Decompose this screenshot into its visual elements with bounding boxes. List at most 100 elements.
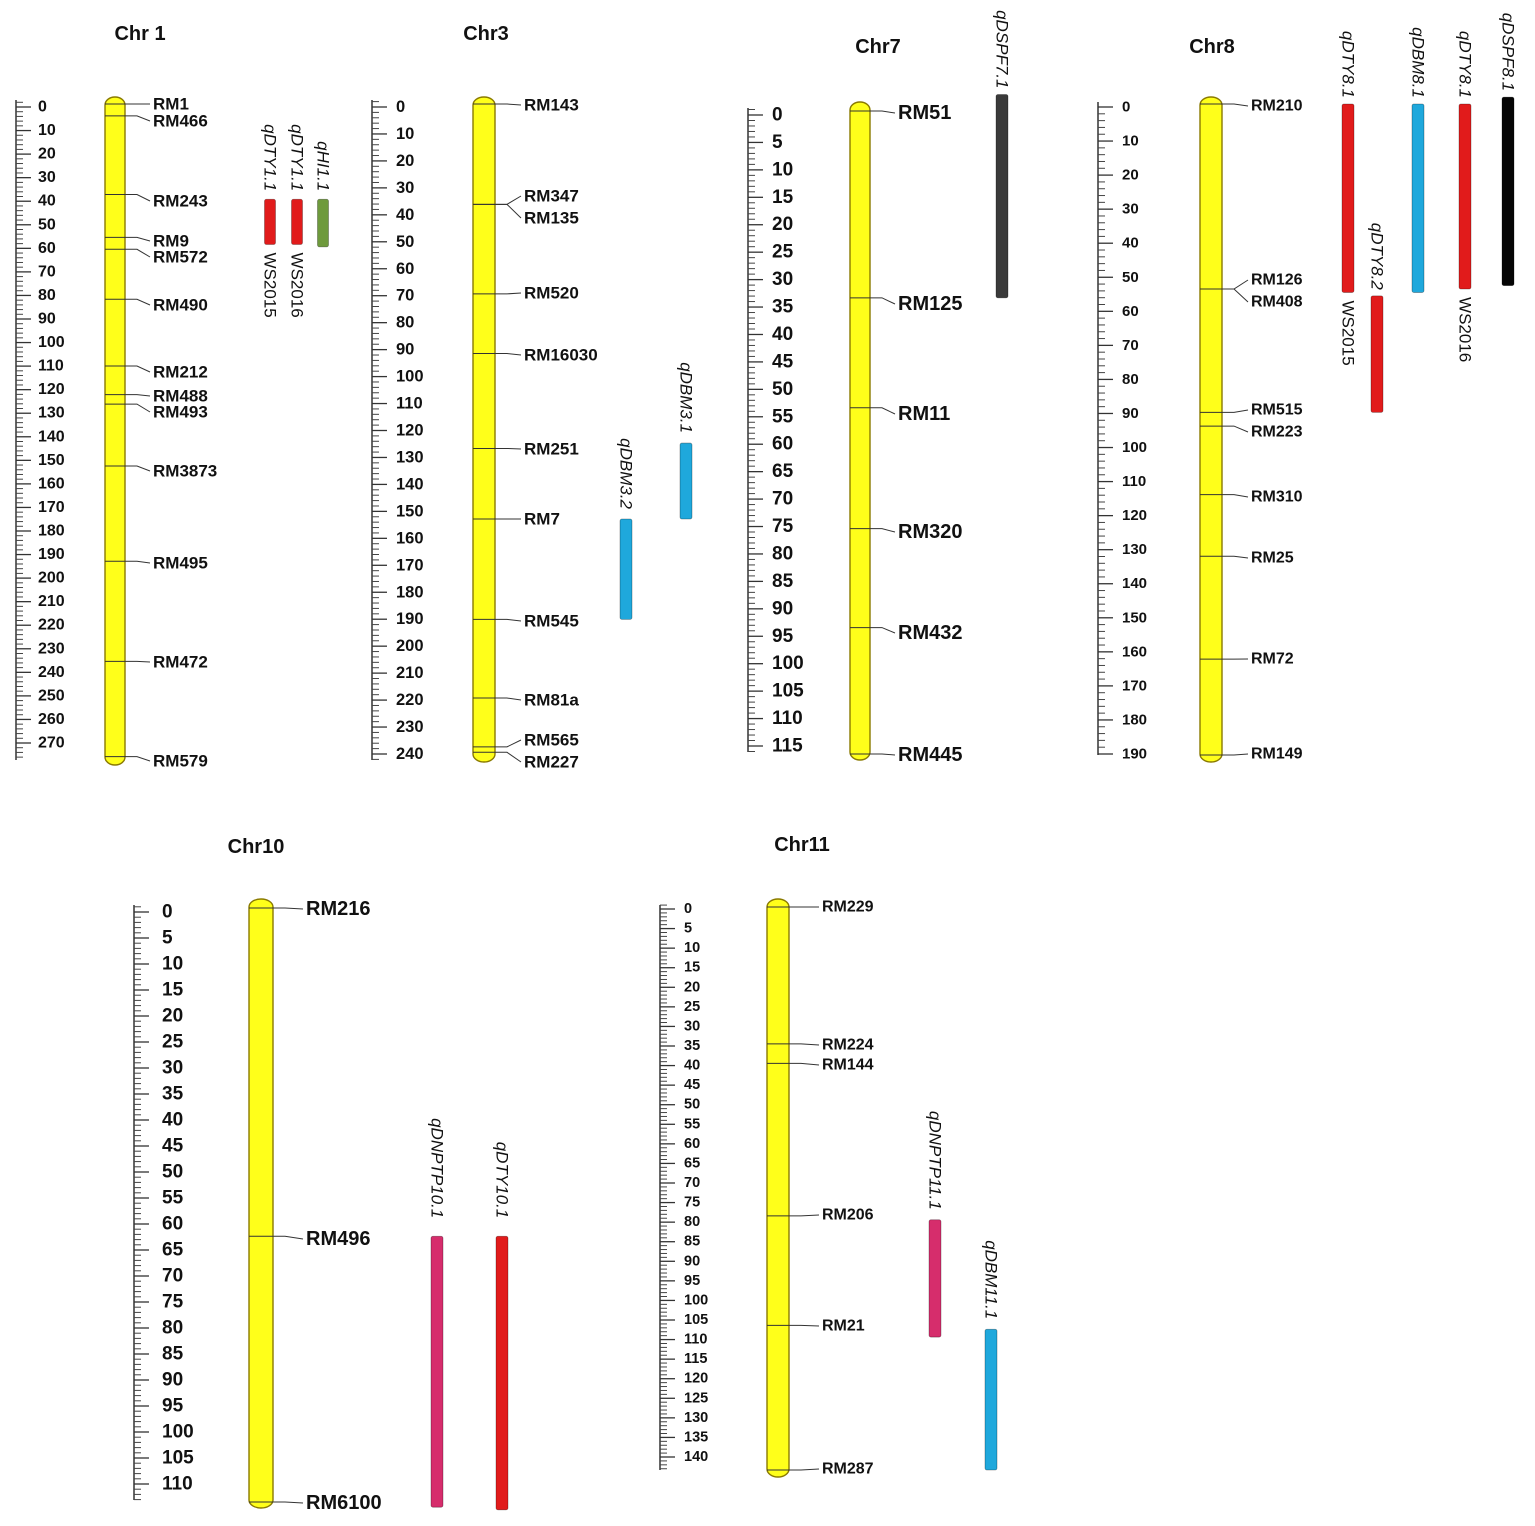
ruler-tick-label: 0 [1122, 99, 1130, 116]
marker-leader-line [870, 528, 896, 533]
marker-leader-line [495, 618, 522, 622]
marker-rm545: RM545 [473, 612, 579, 631]
qtl-name-label: qDTY10.1 [493, 1142, 512, 1219]
ruler-tick-label: 55 [162, 1188, 184, 1209]
ruler-tick-label: 110 [396, 395, 423, 413]
marker-leader-line [125, 115, 151, 122]
ruler-tick-label: 20 [396, 152, 414, 170]
marker-leader-line [789, 1468, 820, 1471]
ruler-tick-label: 110 [772, 708, 803, 729]
marker-rm216: RM216 [249, 898, 370, 920]
ruler-tick-label: 30 [162, 1058, 183, 1079]
marker-rm210: RM210 [1200, 98, 1303, 115]
ruler-tick-label: 160 [1122, 643, 1147, 660]
marker-label: RM472 [153, 653, 208, 672]
marker-leader-line [125, 465, 151, 472]
ruler-tick-label: 50 [772, 379, 793, 400]
marker-rm495: RM495 [105, 554, 208, 573]
ruler-tick-label: 100 [38, 334, 65, 351]
marker-label: RM21 [822, 1318, 865, 1335]
ruler-tick-label: 35 [162, 1084, 184, 1105]
qtl-qdspf8-1: qDSPF8.1 [1499, 13, 1518, 286]
marker-leader-line [495, 103, 522, 106]
ruler-tick-label: 65 [684, 1155, 700, 1171]
ruler-tick-label: 35 [772, 297, 794, 318]
ruler-tick-label: 80 [772, 543, 793, 564]
qtl-name-label: qDTY1.1 [261, 124, 280, 191]
qtl-season-note: WS2015 [1339, 300, 1358, 365]
marker-rm229: RM229 [767, 899, 874, 916]
marker-label: RM251 [524, 440, 579, 459]
marker-label: RM212 [153, 363, 208, 382]
chromosome-panel-chr3: Chr3010203040506070809010011012013014015… [371, 23, 696, 772]
ruler-tick-label: 30 [38, 169, 56, 186]
marker-leader-line [125, 365, 151, 373]
chromosome-bar [849, 101, 871, 761]
marker-leader-line [789, 1214, 820, 1217]
marker-rm206: RM206 [767, 1207, 874, 1224]
ruler-tick-label: 130 [396, 448, 424, 466]
ruler-tick-label: 55 [684, 1116, 700, 1132]
marker-label: RM11 [898, 403, 950, 425]
ruler-tick-label: 40 [38, 193, 56, 210]
qtl-name-label: qDBM3.1 [677, 362, 696, 433]
marker-leader-line [789, 1062, 820, 1066]
ruler-tick-label: 10 [684, 940, 700, 956]
ruler-tick-label: 125 [684, 1390, 708, 1406]
chromosome-title: Chr11 [774, 834, 830, 856]
ruler-tick-label: 115 [772, 736, 803, 757]
qtl-qdbm11-1: qDBM11.1 [982, 1240, 1001, 1471]
qtl-name-label: qDSPF8.1 [1499, 13, 1518, 91]
ruler-tick-label: 10 [772, 159, 793, 180]
marker-leader-line [495, 751, 522, 763]
ruler-tick-label: 150 [1122, 609, 1147, 626]
chromosome-bar [472, 96, 496, 763]
marker-rm287: RM287 [767, 1461, 874, 1478]
ruler-tick-label: 120 [684, 1371, 708, 1387]
marker-label: RM227 [524, 753, 579, 772]
chromosome-title: Chr7 [855, 36, 901, 58]
marker-label: RM72 [1251, 651, 1294, 668]
ruler-tick-label: 10 [396, 125, 414, 143]
marker-leader-line [1222, 425, 1249, 433]
qtl-bar [928, 1219, 942, 1338]
qtl-season-note: WS2015 [261, 253, 280, 318]
ruler-tick-label: 15 [162, 980, 184, 1001]
cm-ruler: 0510152025303540455055606570758085909510… [659, 901, 708, 1470]
marker-label: RM126 [1251, 272, 1303, 289]
marker-label: RM135 [524, 209, 579, 228]
ruler-tick-label: 0 [38, 99, 47, 116]
ruler-tick-label: 135 [684, 1429, 708, 1445]
marker-label: RM16030 [524, 346, 598, 365]
cm-ruler: 0510152025303540455055606570758085909510… [133, 902, 194, 1501]
qtl-bar [1501, 96, 1515, 286]
marker-rm51: RM51 [850, 102, 951, 124]
marker-rm493: RM493 [105, 403, 208, 422]
marker-rm6100: RM6100 [249, 1492, 382, 1514]
ruler-tick-label: 50 [1122, 269, 1139, 286]
chromosome-bar [104, 96, 126, 766]
ruler-tick-label: 250 [38, 687, 65, 704]
marker-rm72: RM72 [1200, 651, 1294, 668]
marker-leader-line [1222, 409, 1249, 413]
marker-rm21: RM21 [767, 1318, 865, 1335]
ruler-tick-label: 85 [684, 1234, 700, 1250]
marker-rm490: RM490 [105, 296, 208, 315]
ruler-tick-label: 105 [684, 1312, 708, 1328]
marker-leader-line [273, 907, 304, 910]
ruler-tick-label: 0 [772, 105, 783, 126]
marker-label: RM216 [306, 898, 370, 920]
marker-leader-line [273, 1501, 304, 1504]
ruler-tick-label: 70 [772, 489, 793, 510]
marker-label: RM488 [153, 387, 208, 406]
ruler-tick-label: 100 [162, 1422, 194, 1443]
qtl-name-label: qDTY8.1 [1456, 31, 1475, 98]
qtl-name-label: qDTY8.2 [1368, 223, 1387, 291]
qtl-name-label: qDBM3.2 [617, 438, 636, 509]
ruler-tick-label: 45 [162, 1136, 184, 1157]
marker-label: RM466 [153, 112, 208, 131]
ruler-tick-label: 160 [396, 529, 424, 547]
ruler-tick-label: 180 [38, 523, 65, 540]
